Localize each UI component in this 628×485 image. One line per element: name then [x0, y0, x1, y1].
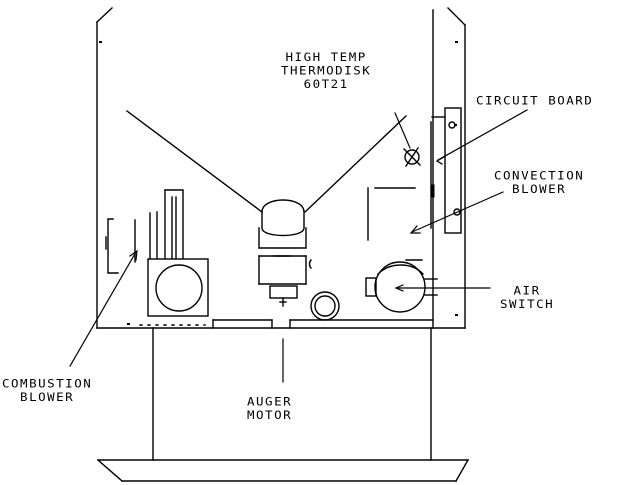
circuit-board-text: CIRCUIT BOARD [476, 93, 594, 108]
high-temp-line-2: THERMODISK [281, 63, 372, 78]
exhaust-pipe [310, 291, 340, 321]
air-switch-label: AIR SWITCH [500, 284, 554, 311]
auger-motor-label: AUGER MOTOR [247, 395, 292, 422]
high-temp-thermodisk-label: HIGH TEMP THERMODISK 60T21 [281, 50, 371, 91]
convection-blower-line-2: BLOWER [512, 182, 567, 196]
convection-blower-line-1: CONVECTION [494, 168, 585, 183]
hopper-slope-lines [126, 110, 407, 213]
high-temp-line-1: HIGH TEMP [285, 50, 367, 64]
air-switch-line-2: SWITCH [500, 297, 555, 311]
high-temp-line-3: 60T21 [303, 77, 349, 91]
screw-markers [99, 41, 458, 325]
combustion-blower-label: COMBUSTION BLOWER [2, 377, 92, 404]
combustion-blower-line-2: BLOWER [20, 390, 75, 404]
combustion-blower-line-1: COMBUSTION [2, 376, 93, 391]
circuit-board-label: CIRCUIT BOARD [476, 94, 593, 108]
convection-blower-label: CONVECTION BLOWER [494, 169, 584, 196]
auger-motor-line-1: AUGER [247, 394, 293, 409]
auger-motor-assembly [258, 199, 312, 307]
convection-blower-assembly [367, 187, 416, 241]
auger-motor-line-2: MOTOR [247, 408, 293, 422]
circuit-board [430, 107, 462, 234]
thermodisk [403, 147, 421, 167]
callout-arrows [69, 109, 528, 383]
combustion-blower-assembly [105, 189, 209, 326]
cabinet-outline [96, 7, 469, 482]
air-switch-line-1: AIR [513, 283, 541, 298]
air-switch-assembly [365, 259, 438, 313]
